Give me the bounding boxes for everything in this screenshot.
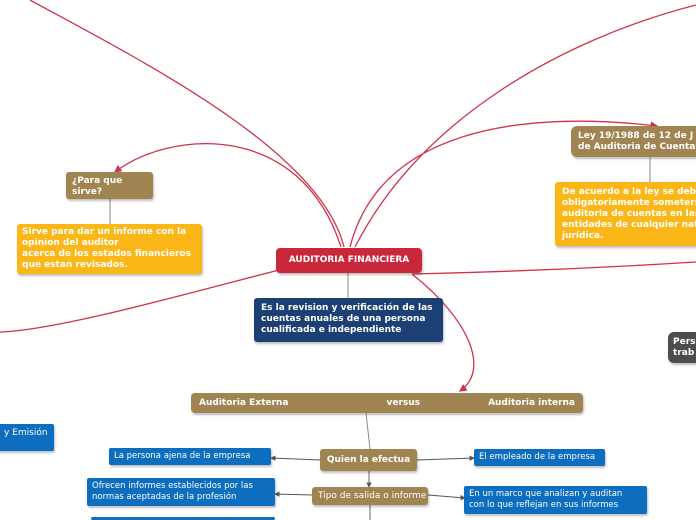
tipo-externa-line-1: Ofrecen informes establecidos por las	[92, 481, 253, 491]
law-detail-node[interactable]: De acuerdo a la ley se deben obligatoria…	[555, 182, 696, 246]
law-detail-line-5: jurídica.	[562, 231, 604, 241]
tipo-interna-line-2: con lo que reflejan en sus informes	[469, 500, 619, 510]
quien-externa-label: La persona ajena de la empresa	[114, 451, 251, 461]
persona-stub-node[interactable]: Pers trab	[668, 332, 696, 363]
emision-stub-label: y Emisión	[4, 428, 48, 438]
root-label: AUDITORIA FINANCIERA	[288, 255, 410, 265]
law-detail-line-1: De acuerdo a la ley se deben	[562, 187, 696, 197]
definition-line-1: Es la revision y verificación de las	[261, 303, 433, 313]
link-root-left	[0, 269, 280, 333]
law-title-line-1: Ley 19/1988 de 12 de J	[578, 131, 694, 141]
purpose-answer-node[interactable]: Sirve para dar un informe con la opinion…	[17, 224, 202, 274]
purpose-answer-line-4: que estan revisados.	[22, 260, 128, 270]
purpose-answer-line-2: opinion del auditor	[22, 238, 119, 248]
quien-node[interactable]: Quien la efectua	[320, 449, 417, 471]
quien-label: Quien la efectua	[326, 455, 411, 465]
law-detail-line-4: entidades de cualquier nat	[562, 220, 696, 230]
law-title-line-2: de Auditoria de Cuentas	[578, 142, 696, 152]
tipo-node[interactable]: Tipo de salida o informe	[312, 487, 428, 505]
link-tipo-interna	[427, 494, 466, 501]
link-comparison-quien	[365, 412, 371, 450]
persona-stub-line-2: trab	[673, 348, 695, 358]
definition-node[interactable]: Es la revision y verificación de las cue…	[254, 298, 443, 342]
link-root-offscreen-top	[29, 0, 345, 248]
quien-interna-label: El empleado de la empresa	[479, 452, 596, 462]
link-root-right	[411, 261, 696, 275]
purpose-question-line-2: sirve?	[72, 187, 103, 197]
law-detail-line-3: auditoria de cuentas en las	[562, 209, 696, 219]
root-node[interactable]: AUDITORIA FINANCIERA	[276, 248, 422, 273]
tipo-interna-line-1: En un marco que analizan y auditan	[469, 489, 623, 499]
quien-interna-node[interactable]: El empleado de la empresa	[474, 449, 605, 466]
comparison-middle-label: versus	[386, 397, 420, 408]
tipo-externa-node[interactable]: Ofrecen informes establecidos por las no…	[87, 478, 275, 506]
comparison-left-label: Auditoria Externa	[199, 397, 289, 408]
purpose-question-node[interactable]: ¿Para que sirve?	[66, 172, 153, 199]
comparison-right-label: Auditoria interna	[488, 397, 575, 408]
tipo-interna-node[interactable]: En un marco que analizan y auditan con l…	[464, 486, 647, 514]
link-tipo-externa	[274, 491, 313, 497]
purpose-answer-line-3: acerca de los estados financieros	[22, 249, 191, 259]
link-quien-interna	[416, 455, 475, 461]
link-quien-externa	[270, 455, 321, 461]
next-externa-node-partial[interactable]	[91, 517, 275, 520]
purpose-question-line-1: ¿Para que	[72, 176, 123, 186]
quien-externa-node[interactable]: La persona ajena de la empresa	[109, 448, 271, 465]
law-detail-line-2: obligatoriamente someters	[562, 198, 696, 208]
tipo-externa-line-2: normas aceptadas de la profesión	[92, 492, 237, 502]
persona-stub-line-1: Pers	[673, 337, 696, 347]
definition-line-2: cuentas anuales de una persona	[261, 314, 426, 324]
purpose-answer-line-1: Sirve para dar un informe con la	[22, 227, 187, 237]
definition-line-3: cualificada e independiente	[261, 325, 402, 335]
law-title-node[interactable]: Ley 19/1988 de 12 de J de Auditoria de C…	[571, 126, 696, 157]
emision-stub-node[interactable]: y Emisión	[0, 424, 54, 451]
comparison-bar[interactable]: Auditoria Externa versus Auditoria inter…	[191, 393, 583, 413]
tipo-label: Tipo de salida o informe	[318, 491, 427, 501]
